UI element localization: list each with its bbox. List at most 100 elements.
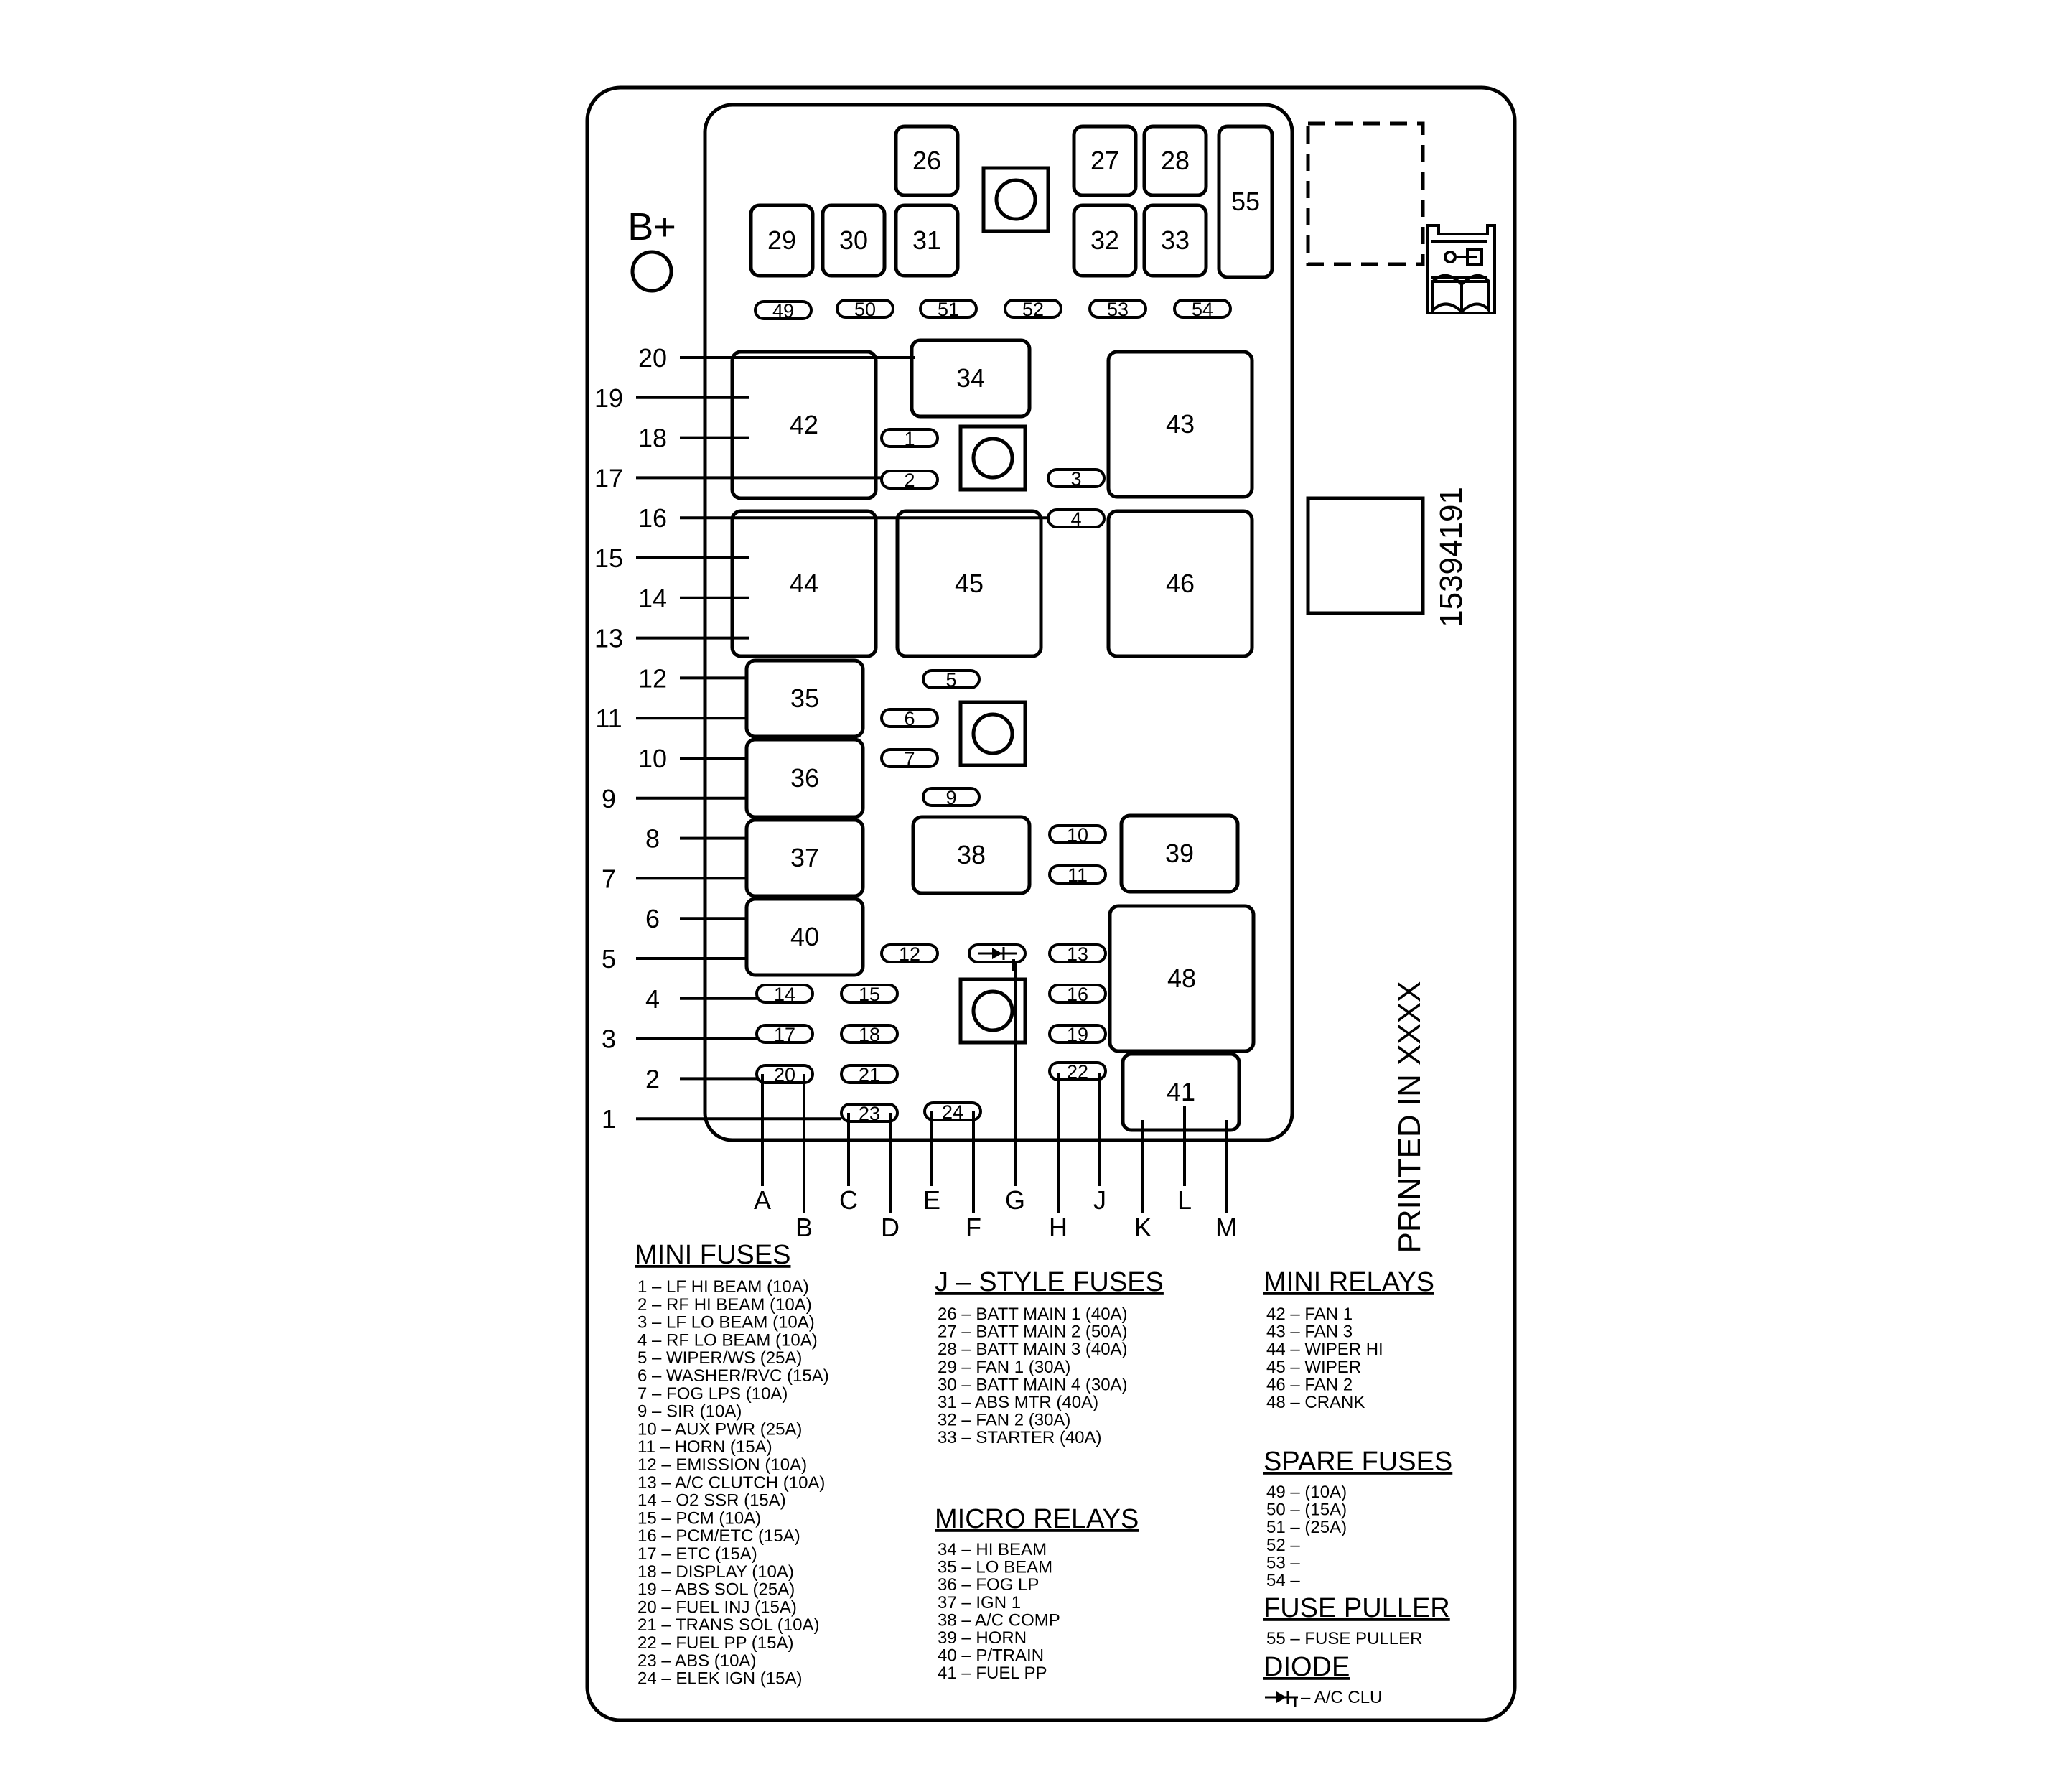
legend-item: 1 – LF HI BEAM (10A) <box>637 1277 809 1297</box>
left-pin-label: 3 <box>602 1025 616 1054</box>
legend-item: 34 – HI BEAM <box>938 1540 1047 1559</box>
relay-55 <box>1217 124 1274 279</box>
bottom-pin-label: L <box>1177 1185 1192 1215</box>
relay-31 <box>894 203 960 278</box>
relay-34 <box>910 338 1032 419</box>
fuse-12 <box>880 943 939 963</box>
legend-item: 13 – A/C CLUTCH (10A) <box>637 1473 825 1493</box>
legend-heading-mini-fuses: MINI FUSES <box>635 1240 790 1270</box>
relay-32 <box>1072 203 1138 278</box>
legend-item: 50 – (15A) <box>1266 1501 1347 1520</box>
bottom-pin-label: M <box>1215 1213 1237 1242</box>
left-pin-label: 15 <box>594 543 623 573</box>
left-pin-label: 4 <box>645 984 660 1014</box>
fuse-24 <box>923 1101 982 1121</box>
bottom-pin-label: D <box>881 1213 900 1242</box>
legend-item: 53 – <box>1266 1553 1300 1572</box>
relay-30 <box>821 203 887 278</box>
legend-item: 27 – BATT MAIN 2 (50A) <box>938 1322 1128 1342</box>
relay-label: 30 <box>839 225 868 255</box>
relay-39 <box>1119 813 1240 894</box>
fuse-label: 15 <box>859 984 880 1005</box>
fuse-label: 52 <box>1022 299 1044 320</box>
bottom-pin-label: F <box>966 1213 981 1242</box>
left-pin-label: 16 <box>638 503 667 533</box>
legend-item: 55 – FUSE PULLER <box>1266 1629 1422 1648</box>
legend-item: 32 – FAN 2 (30A) <box>938 1411 1070 1430</box>
relay-label: 26 <box>912 146 941 175</box>
legend-item: 19 – ABS SOL (25A) <box>637 1580 795 1600</box>
legend-item: 33 – STARTER (40A) <box>938 1428 1102 1447</box>
fuse-22 <box>1048 1061 1107 1081</box>
relay-label: 37 <box>790 843 819 872</box>
left-pin-label: 12 <box>638 663 667 693</box>
legend-item: 41 – FUEL PP <box>938 1663 1047 1683</box>
b-plus-terminal <box>630 250 673 293</box>
relay-35 <box>744 658 865 739</box>
legend-heading-fuse-puller: FUSE PULLER <box>1263 1593 1450 1623</box>
fuse-label: 22 <box>1067 1061 1088 1083</box>
legend-item: 44 – WIPER HI <box>1266 1340 1383 1359</box>
fuse-53 <box>1088 299 1147 319</box>
legend-item: 20 – FUEL INJ (15A) <box>637 1597 797 1617</box>
fuse-17 <box>755 1024 814 1044</box>
fuse-label: 11 <box>1068 864 1088 886</box>
fuse-label: 3 <box>1070 468 1081 490</box>
relay-label: 39 <box>1165 839 1194 868</box>
relay-label: 29 <box>767 225 796 255</box>
relay-label: 34 <box>956 363 985 393</box>
relay-41 <box>1121 1052 1241 1132</box>
latch-icon <box>1426 224 1496 314</box>
legend-item: 24 – ELEK IGN (15A) <box>637 1669 802 1689</box>
bottom-pin-label: H <box>1049 1213 1068 1242</box>
legend-item: 16 – PCM/ETC (15A) <box>637 1526 800 1546</box>
legend-item: 49 – (10A) <box>1266 1483 1347 1502</box>
relay-label: 40 <box>790 922 819 951</box>
legend-diode-icon <box>1265 1691 1298 1707</box>
legend-item: 18 – DISPLAY (10A) <box>637 1562 794 1582</box>
locator-hole-3 <box>971 712 1014 755</box>
relay-36 <box>744 737 865 819</box>
locator-box-3 <box>958 700 1027 767</box>
bottom-pin-label: C <box>839 1185 858 1215</box>
left-pin-label: 17 <box>594 463 623 493</box>
fuse-18 <box>840 1024 899 1044</box>
fuse-5 <box>922 669 981 689</box>
relay-label: 38 <box>957 840 986 869</box>
fuse-label: 1 <box>904 428 915 449</box>
fuse-label: 9 <box>945 787 956 808</box>
relay-label: 55 <box>1231 187 1260 216</box>
legend-item: 40 – P/TRAIN <box>938 1646 1044 1666</box>
fuse-label: 49 <box>772 300 794 322</box>
relay-27 <box>1072 124 1138 197</box>
legend-item: 35 – LO BEAM <box>938 1558 1052 1577</box>
printed-in-label: PRINTED IN XXXX <box>1392 981 1427 1254</box>
fuse-50 <box>836 299 894 319</box>
dashed-area <box>1306 121 1425 266</box>
fuse-10 <box>1048 824 1107 844</box>
legend-item: 9 – SIR (10A) <box>637 1402 742 1422</box>
legend-item: 17 – ETC (15A) <box>637 1544 757 1564</box>
fuse-label: 17 <box>774 1024 795 1045</box>
left-pin-label: 11 <box>595 704 622 733</box>
legend-item: 52 – <box>1266 1536 1300 1555</box>
fuse-label: 18 <box>859 1024 880 1045</box>
fuse-label: 7 <box>904 748 915 770</box>
legend-item: 21 – TRANS SOL (10A) <box>637 1615 819 1635</box>
relay-label: 33 <box>1161 225 1190 255</box>
left-pin-label: 20 <box>638 343 667 373</box>
fuse-54 <box>1173 299 1232 319</box>
fuse-label: 12 <box>899 943 920 965</box>
legend-item: 45 – WIPER <box>1266 1358 1361 1377</box>
legend-item: 43 – FAN 3 <box>1266 1322 1353 1342</box>
left-pin-label: 19 <box>594 383 623 413</box>
fuse-label: 50 <box>854 299 876 320</box>
relay-label: 42 <box>790 410 818 439</box>
fuse-label: 6 <box>904 708 915 729</box>
relay-label: 46 <box>1166 569 1195 598</box>
left-pin-label: 5 <box>602 944 616 974</box>
fuse-7 <box>880 748 939 768</box>
relay-label: 43 <box>1166 409 1195 439</box>
fuse-panel-outline <box>703 103 1294 1142</box>
